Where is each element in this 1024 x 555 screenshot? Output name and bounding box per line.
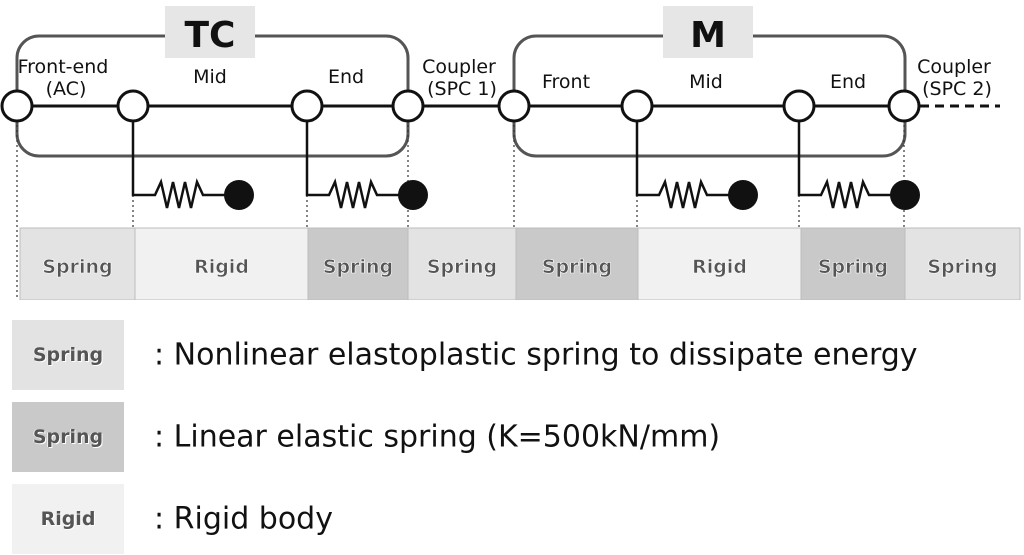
mass-dot [224,180,254,210]
node-label-m-mid: Mid [689,71,723,93]
segment-label: Spring [427,256,497,278]
segment-label: Spring [323,256,393,278]
tc-title-box [165,6,255,58]
node-label-tc-front-line2: (AC) [46,78,87,100]
segment-label: Rigid [692,256,747,278]
node-coupler-2-left [887,89,921,123]
spring-hanger-tc-end [305,106,428,210]
mass-dot [890,180,920,210]
legend-row-nonlinear: Spring : Nonlinear elastoplastic spring … [12,320,1012,390]
legend-text-rigid: : Rigid body [154,501,333,537]
node-label-tc-mid: Mid [193,66,227,88]
segment-1: Spring [19,227,136,300]
m-title-box [663,6,753,58]
segment-label: Spring [542,256,612,278]
legend-swatch-nonlinear: Spring [12,320,124,390]
node-label-m-end: End [830,71,866,93]
coupler-label-2-line1: Coupler [917,56,991,78]
node-tc-end [290,89,324,123]
tc-title: TC [185,15,236,56]
legend-row-linear: Spring : Linear elastic spring (K=500kN/… [12,402,1012,472]
legend-swatch-linear: Spring [12,402,124,472]
legend-swatch-rigid: Rigid [12,484,124,554]
spring-zigzag [131,106,225,209]
node-label-tc-front-line1: Front-end [18,56,109,78]
coupler-label-2-line2: (SPC 2) [922,78,992,100]
segment-fill [800,227,906,300]
mass-dot [398,180,428,210]
spring-hanger-tc-mid [131,106,254,210]
coupler-label-1: Coupler (SPC 1) [422,56,502,100]
segment-6: Rigid [637,227,802,300]
coupler-label-2: Coupler (SPC 2) [917,56,997,100]
train-connection-diagram: TC M Front-end (AC) Mid End Coupler (SPC… [0,6,1021,300]
segment-8: Spring [904,227,1021,300]
coupler-label-1-line2: (SPC 1) [427,78,497,100]
segment-5: Spring [515,227,639,300]
spring-hangers [131,106,920,210]
node-m-end [782,89,816,123]
segment-7: Spring [800,227,906,300]
mass-dot [728,180,758,210]
spring-zigzag [305,106,399,209]
segment-fill [904,227,1021,300]
node-circles [0,89,921,123]
legend-text-linear: : Linear elastic spring (K=500kN/mm) [154,419,721,455]
segment-3: Spring [307,227,409,300]
node-coupler-1-left [391,89,425,123]
node-tc-mid [116,89,150,123]
segment-fill [515,227,639,300]
segment-2: Rigid [134,227,309,300]
node-m-mid [620,89,654,123]
segment-4: Spring [407,227,517,300]
spring-hanger-m-end [797,106,920,210]
node-label-tc-front: Front-end (AC) [18,56,115,100]
node-label-m-front: Front [542,71,590,93]
segment-fill [637,227,802,300]
segment-label: Spring [818,256,888,278]
segment-bar: Spring Rigid Spring Spring Spring Rigid Spring… [19,227,1021,300]
node-tc-front [0,89,34,123]
segment-label: Spring [42,256,112,278]
coupler-label-1-line1: Coupler [422,56,496,78]
segment-label: Spring [927,256,997,278]
legend-text-nonlinear: : Nonlinear elastoplastic spring to diss… [154,337,918,373]
spring-zigzag [635,106,729,209]
m-title: M [690,15,726,56]
node-m-front [497,89,531,123]
spring-zigzag [797,106,891,209]
legend-row-rigid: Rigid : Rigid body [12,484,1012,554]
segment-label: Rigid [194,256,249,278]
spring-hanger-m-mid [635,106,758,210]
node-label-tc-end: End [328,66,364,88]
